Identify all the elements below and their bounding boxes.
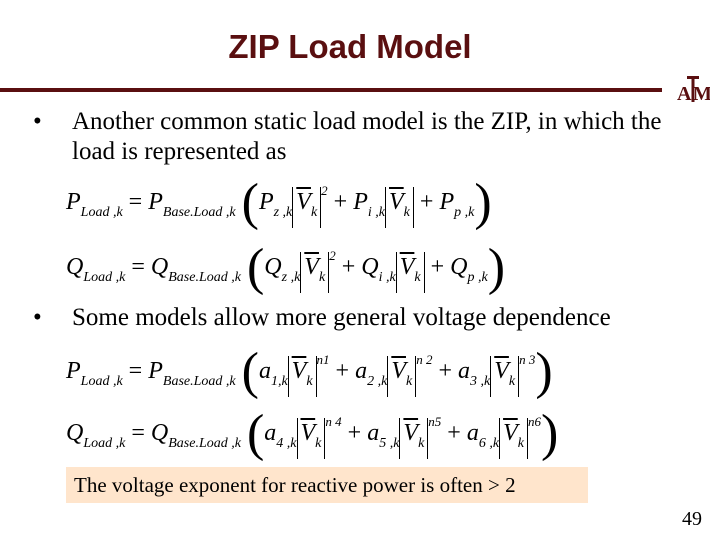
bullet-text-zip: Another common static load model is the …	[72, 108, 662, 165]
highlight-note: The voltage exponent for reactive power …	[66, 467, 588, 503]
svg-text:A: A	[677, 83, 692, 104]
svg-text:M: M	[693, 83, 710, 104]
texas-am-logo: A M	[677, 76, 710, 104]
bullet-symbol: •	[33, 108, 42, 135]
title-divider	[0, 88, 662, 92]
bullet-symbol: •	[33, 304, 42, 331]
slide-title: ZIP Load Model	[228, 28, 472, 65]
bullet-text-general: Some models allow more general voltage d…	[72, 304, 611, 331]
page-number: 49	[682, 508, 702, 530]
